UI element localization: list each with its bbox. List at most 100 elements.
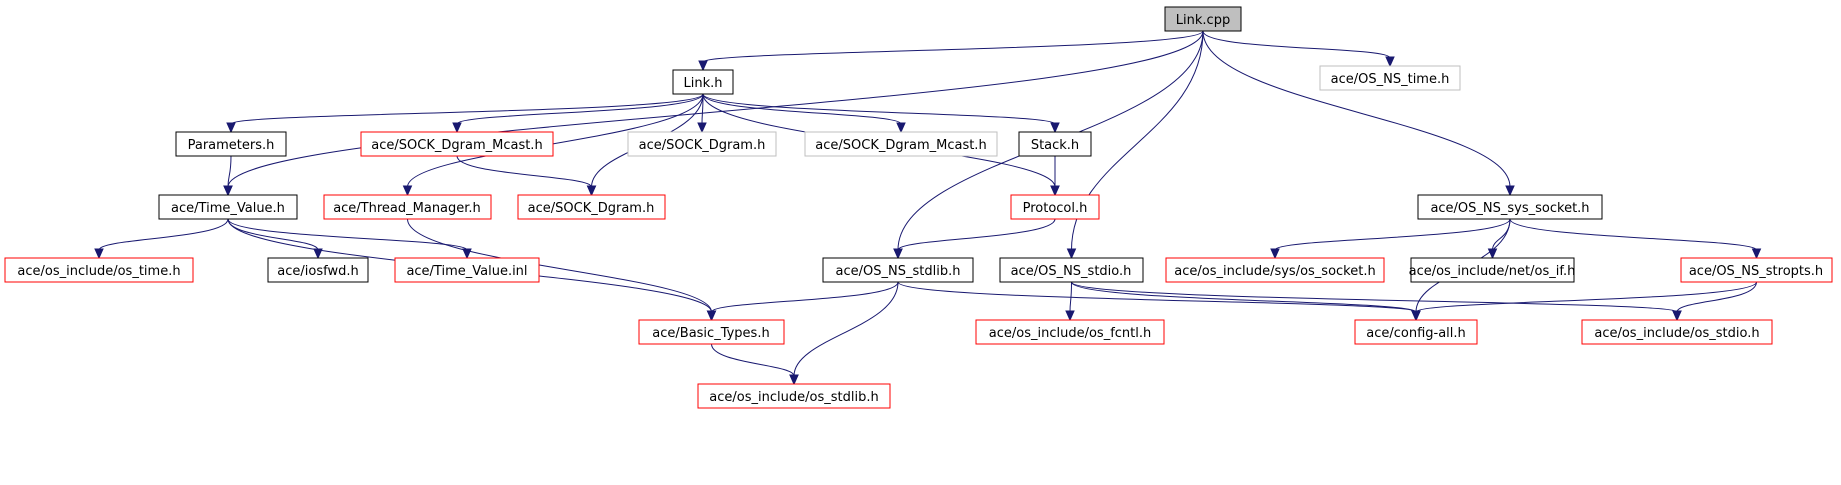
node-parameters-h[interactable]: Parameters.h xyxy=(175,131,287,157)
node-os-stdio-h[interactable]: ace/os_include/os_stdio.h xyxy=(1581,319,1773,345)
node-label: ace/Thread_Manager.h xyxy=(333,201,481,216)
node-label: ace/os_include/os_time.h xyxy=(17,264,180,279)
dependency-edge xyxy=(407,93,704,188)
node-sock-dgram-mcast-h[interactable]: ace/SOCK_Dgram_Mcast.h xyxy=(360,131,554,157)
node-os-stdlib-h[interactable]: ace/os_include/os_stdlib.h xyxy=(697,383,891,409)
dependency-edge xyxy=(1509,218,1757,251)
edges-layer xyxy=(94,30,1762,386)
edge-arrowhead xyxy=(706,310,717,322)
dependency-edge xyxy=(227,218,468,251)
edge-arrowhead xyxy=(1672,310,1682,322)
node-os-time-h[interactable]: ace/os_include/os_time.h xyxy=(4,257,194,283)
edge-arrowhead xyxy=(452,122,462,134)
edge-arrowhead xyxy=(697,122,707,134)
edge-arrowhead xyxy=(896,122,906,134)
node-label: ace/SOCK_Dgram_Mcast.h xyxy=(815,138,986,153)
dependency-edge xyxy=(1071,281,1678,313)
node-label: ace/OS_NS_stropts.h xyxy=(1689,264,1823,279)
dependency-edge xyxy=(1202,30,1391,59)
dependency-edge xyxy=(1415,281,1757,313)
edge-arrowhead xyxy=(402,185,413,197)
edge-arrowhead xyxy=(1270,248,1280,260)
node-os-ns-stropts-h[interactable]: ace/OS_NS_stropts.h xyxy=(1680,257,1833,283)
dependency-edge xyxy=(456,155,592,188)
dependency-edge xyxy=(1202,30,1511,188)
node-label: ace/os_include/os_fcntl.h xyxy=(989,326,1151,341)
edge-arrowhead xyxy=(313,248,323,260)
node-os-ns-stdlib-h[interactable]: ace/OS_NS_stdlib.h xyxy=(822,257,974,283)
node-label: ace/Basic_Types.h xyxy=(652,326,769,341)
node-label: Parameters.h xyxy=(188,138,275,153)
dependency-edge xyxy=(711,281,899,313)
node-label: ace/os_include/sys/os_socket.h xyxy=(1174,264,1375,279)
edge-arrowhead xyxy=(1411,310,1421,322)
node-label: ace/Time_Value.inl xyxy=(406,264,527,279)
node-os-ns-sys-socket-h[interactable]: ace/OS_NS_sys_socket.h xyxy=(1417,194,1603,220)
edge-arrowhead xyxy=(94,248,104,260)
node-config-all-h[interactable]: ace/config-all.h xyxy=(1354,319,1478,345)
node-net-os-if-h[interactable]: ace/os_include/net/os_if.h xyxy=(1409,257,1576,283)
dependency-edge xyxy=(897,218,1056,251)
node-time-value-h[interactable]: ace/Time_Value.h xyxy=(158,194,298,220)
node-label: ace/os_include/os_stdio.h xyxy=(1594,326,1759,341)
dependency-edge xyxy=(98,218,229,251)
dependency-edge xyxy=(702,30,1204,63)
node-label: ace/OS_NS_stdio.h xyxy=(1011,264,1132,279)
edge-arrowhead xyxy=(1066,248,1077,260)
dependency-edge xyxy=(227,155,232,188)
node-protocol-h[interactable]: Protocol.h xyxy=(1010,194,1100,220)
edge-arrowhead xyxy=(789,374,799,386)
node-thread-manager-h[interactable]: ace/Thread_Manager.h xyxy=(323,194,492,220)
edge-arrowhead xyxy=(1065,310,1075,322)
edge-arrowhead xyxy=(1751,248,1762,260)
edge-arrowhead xyxy=(586,185,597,197)
node-sock-dgram-h-external[interactable]: ace/SOCK_Dgram.h xyxy=(627,131,777,157)
edge-arrowhead xyxy=(226,122,236,134)
node-link-cpp[interactable]: Link.cpp xyxy=(1164,6,1242,32)
edge-arrowhead xyxy=(1505,185,1515,197)
edge-arrowhead xyxy=(223,185,233,197)
node-label: ace/SOCK_Dgram_Mcast.h xyxy=(371,138,542,153)
node-label: Link.cpp xyxy=(1176,13,1230,28)
nodes-layer: Link.cpp Link.h ace/OS_NS_time.h Paramet… xyxy=(4,6,1833,409)
dependency-edge xyxy=(1069,281,1072,313)
node-label: ace/SOCK_Dgram.h xyxy=(639,138,766,153)
node-os-ns-stdio-h[interactable]: ace/OS_NS_stdio.h xyxy=(999,257,1144,283)
dependency-edge xyxy=(897,281,1417,313)
edge-arrowhead xyxy=(893,248,903,260)
dependency-edge xyxy=(1071,281,1417,313)
node-label: ace/config-all.h xyxy=(1366,326,1466,341)
node-stack-h[interactable]: Stack.h xyxy=(1018,131,1092,157)
dependency-edge xyxy=(793,281,899,377)
node-label: ace/Time_Value.h xyxy=(171,201,285,216)
node-os-fcntl-h[interactable]: ace/os_include/os_fcntl.h xyxy=(975,319,1165,345)
dependency-edge xyxy=(702,93,1056,125)
edge-arrowhead xyxy=(698,60,708,72)
dependency-edge xyxy=(711,343,795,377)
dependency-edge xyxy=(1274,218,1511,251)
node-label: ace/SOCK_Dgram.h xyxy=(528,201,655,216)
node-os-ns-time[interactable]: ace/OS_NS_time.h xyxy=(1319,65,1461,91)
dependency-edge xyxy=(227,30,1204,188)
node-label: ace/iosfwd.h xyxy=(277,264,358,279)
node-label: Protocol.h xyxy=(1023,201,1088,216)
dependency-edge xyxy=(1676,281,1757,313)
node-sys-os-socket-h[interactable]: ace/os_include/sys/os_socket.h xyxy=(1165,257,1385,283)
node-label: ace/OS_NS_time.h xyxy=(1331,72,1450,87)
dependency-edge xyxy=(456,93,704,125)
dependency-edge xyxy=(230,93,704,125)
dependency-edge xyxy=(702,93,902,125)
edge-arrowhead xyxy=(1050,122,1060,134)
node-iosfwd-h[interactable]: ace/iosfwd.h xyxy=(267,257,369,283)
node-label: ace/os_include/os_stdlib.h xyxy=(709,390,878,405)
node-time-value-inl[interactable]: ace/Time_Value.inl xyxy=(394,257,540,283)
dependency-edge xyxy=(407,218,712,313)
node-link-h[interactable]: Link.h xyxy=(672,69,734,95)
node-sock-dgram-mcast-h-external[interactable]: ace/SOCK_Dgram_Mcast.h xyxy=(804,131,998,157)
node-label: Stack.h xyxy=(1031,138,1079,153)
node-basic-types-h[interactable]: ace/Basic_Types.h xyxy=(638,319,785,345)
node-label: ace/OS_NS_sys_socket.h xyxy=(1430,201,1589,216)
node-sock-dgram-h[interactable]: ace/SOCK_Dgram.h xyxy=(517,194,666,220)
dependency-edge xyxy=(1492,218,1511,251)
